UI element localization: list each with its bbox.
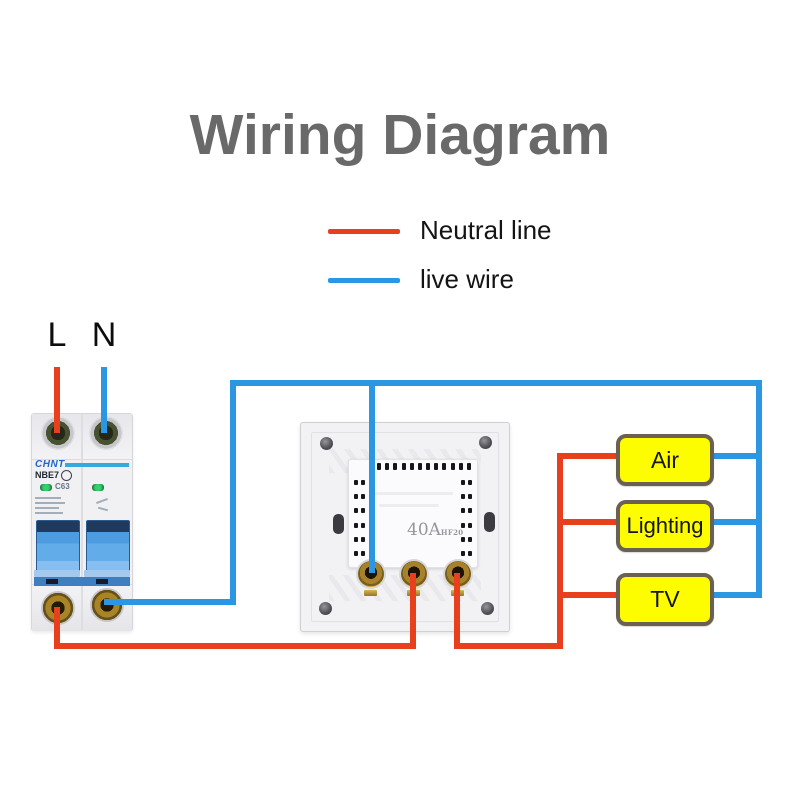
breaker-spec-text-line — [35, 502, 65, 504]
plate-screw-top-right — [479, 436, 492, 449]
breaker-spec-text-line — [35, 512, 63, 514]
breaker-pole-seam — [81, 414, 83, 630]
legend-neutral-label: Neutral line — [420, 215, 552, 245]
supply-l-label: L — [47, 316, 67, 354]
plate-screw-bottom-right — [481, 602, 494, 615]
neutral-wire-switch-right-drop — [454, 573, 460, 649]
breaker-toggle-base — [34, 570, 80, 577]
breaker-brand-logo: CHNT — [35, 459, 65, 470]
plate-inner-frame — [311, 432, 499, 622]
live-wire-right-riser — [756, 380, 762, 598]
breaker-spec-text-line — [35, 507, 59, 509]
neutral-wire-stub-air — [557, 453, 616, 459]
live-wire-supply-drop — [101, 367, 107, 433]
wall-switch-plate: 40AHF20 — [300, 422, 510, 632]
plate-screw-top-left — [320, 437, 333, 450]
switch-rating-value: 40A — [407, 520, 441, 540]
neutral-wire-breaker-out — [54, 607, 60, 649]
breaker-toggle-left — [36, 520, 80, 572]
live-wire-stub-lighting — [706, 519, 762, 525]
breaker-rating-label: C63 — [55, 482, 70, 491]
breaker-spec-text-line — [35, 497, 61, 499]
live-wire-left-riser — [230, 380, 236, 605]
plate-mounting-slot-left — [333, 514, 344, 534]
switch-rating-label: 40AHF20 — [407, 520, 463, 540]
live-wire-top-bus — [230, 380, 762, 386]
switch-terminal-tab — [364, 590, 377, 596]
neutral-wire-stub-tv — [557, 592, 616, 598]
neutral-wire-supply-drop — [54, 367, 60, 433]
plate-screw-bottom-left — [319, 602, 332, 615]
module-embossed-text — [371, 492, 453, 495]
live-wire-switch-drop — [369, 380, 375, 573]
certification-mark-icon — [61, 470, 72, 481]
supply-n-label: N — [91, 316, 117, 354]
switch-rating-code: HF20 — [440, 528, 464, 537]
indicator-led-right — [92, 484, 104, 491]
legend-live-label: live wire — [420, 264, 514, 294]
neutral-wire-bottom-right — [454, 643, 563, 649]
live-wire-stub-tv — [706, 592, 762, 598]
legend-live-wire-swatch — [328, 278, 400, 283]
breaker-trip-curve-symbol — [97, 506, 109, 512]
breaker-lower-strip — [34, 577, 130, 586]
live-wire-breaker-out — [104, 599, 236, 605]
plate-mounting-slot-right — [484, 512, 495, 532]
neutral-wire-stub-lighting — [557, 519, 616, 525]
breaker-strip-window — [46, 579, 58, 584]
breaker-toggle-right — [86, 520, 130, 572]
breaker-toggle-base — [84, 570, 130, 577]
load-box-tv: TV — [616, 573, 714, 626]
breaker-model-label: NBE7 — [35, 470, 60, 480]
indicator-led-left — [40, 484, 52, 491]
breaker-brand-stripe — [65, 463, 129, 467]
module-embossed-text — [379, 504, 439, 507]
breaker-trip-curve-symbol — [96, 498, 108, 504]
page-title: Wiring Diagram — [189, 103, 611, 167]
switch-module: 40AHF20 — [348, 459, 478, 568]
neutral-wire-switch-middle-drop — [410, 573, 416, 649]
neutral-wire-riser — [557, 453, 563, 649]
breaker-strip-window — [96, 579, 108, 584]
module-vent-dots-left — [354, 480, 365, 556]
module-vent-dots-right — [461, 480, 472, 556]
module-vent-dots-top — [377, 463, 471, 470]
legend-neutral-line-swatch — [328, 229, 400, 234]
neutral-wire-bottom-bus — [54, 643, 416, 649]
breaker-terminal-bottom-right — [90, 588, 124, 622]
load-box-lighting: Lighting — [616, 500, 714, 552]
live-wire-stub-air — [706, 453, 762, 459]
load-box-air: Air — [616, 434, 714, 486]
